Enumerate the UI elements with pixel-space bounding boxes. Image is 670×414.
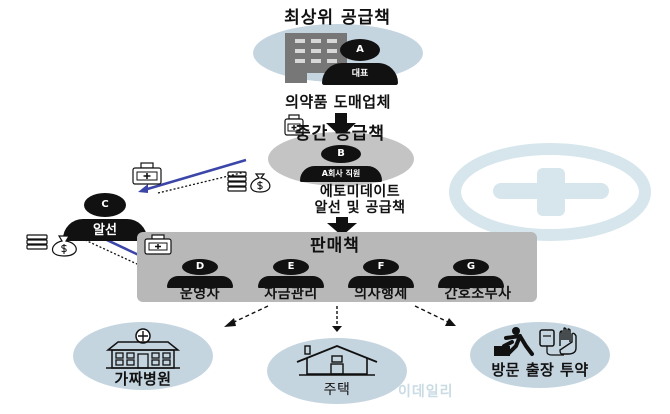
person-b: B A회사 직원 (300, 145, 382, 185)
top-supplier-title: 최상위 공급책 (284, 8, 391, 28)
watermark-text: 이데일리 (398, 384, 454, 400)
person-f: F (341, 259, 421, 291)
medicine-bottle-icon (132, 162, 162, 185)
person-f-letter: F (363, 259, 399, 275)
sellers-title: 판매책 (310, 236, 360, 256)
walking-person-iv-icon (494, 327, 577, 356)
person-a-role: 대표 (322, 63, 398, 85)
house-label: 주택 (323, 382, 351, 398)
house-circle (267, 338, 407, 404)
middle-supplier-subtitle-line1: 에토미데이트 (319, 184, 401, 200)
medicine-bottle-icon (144, 234, 172, 255)
money-icon (26, 234, 77, 257)
person-b-letter: B (321, 145, 361, 163)
medicine-bottle-icon (284, 114, 304, 136)
hospital-icon (105, 328, 181, 369)
person-e-role: 자금관리 (264, 286, 318, 302)
middle-supplier-subtitle-line2: 알선 및 공급책 (314, 200, 406, 216)
person-c-letter: C (84, 193, 126, 217)
person-c-role: 알선 (63, 219, 147, 241)
person-g-letter: G (453, 259, 489, 275)
person-g-role: 간호조무사 (444, 286, 512, 302)
person-e: E (251, 259, 331, 291)
house-icon (296, 345, 378, 376)
fake-hospital-label: 가짜병원 (114, 370, 172, 388)
visit-label: 방문 출장 투약 (491, 361, 589, 379)
person-d-role: 운영자 (179, 286, 221, 302)
person-c: C 알선 (60, 193, 150, 243)
person-b-role: A회사 직원 (300, 166, 382, 182)
down-arrow-icon (327, 217, 357, 236)
person-d: D (160, 259, 240, 291)
person-a: A 대표 (320, 39, 400, 89)
person-a-letter: A (340, 39, 380, 61)
middle-supplier-title: 중간 공급책 (294, 124, 386, 144)
person-e-letter: E (273, 259, 309, 275)
top-supplier-subtitle: 의약품 도매업체 (285, 93, 391, 111)
down-arrow-icon (326, 113, 356, 137)
person-d-letter: D (182, 259, 218, 275)
person-g: G (431, 259, 511, 291)
person-f-role: 의사행세 (354, 286, 408, 302)
